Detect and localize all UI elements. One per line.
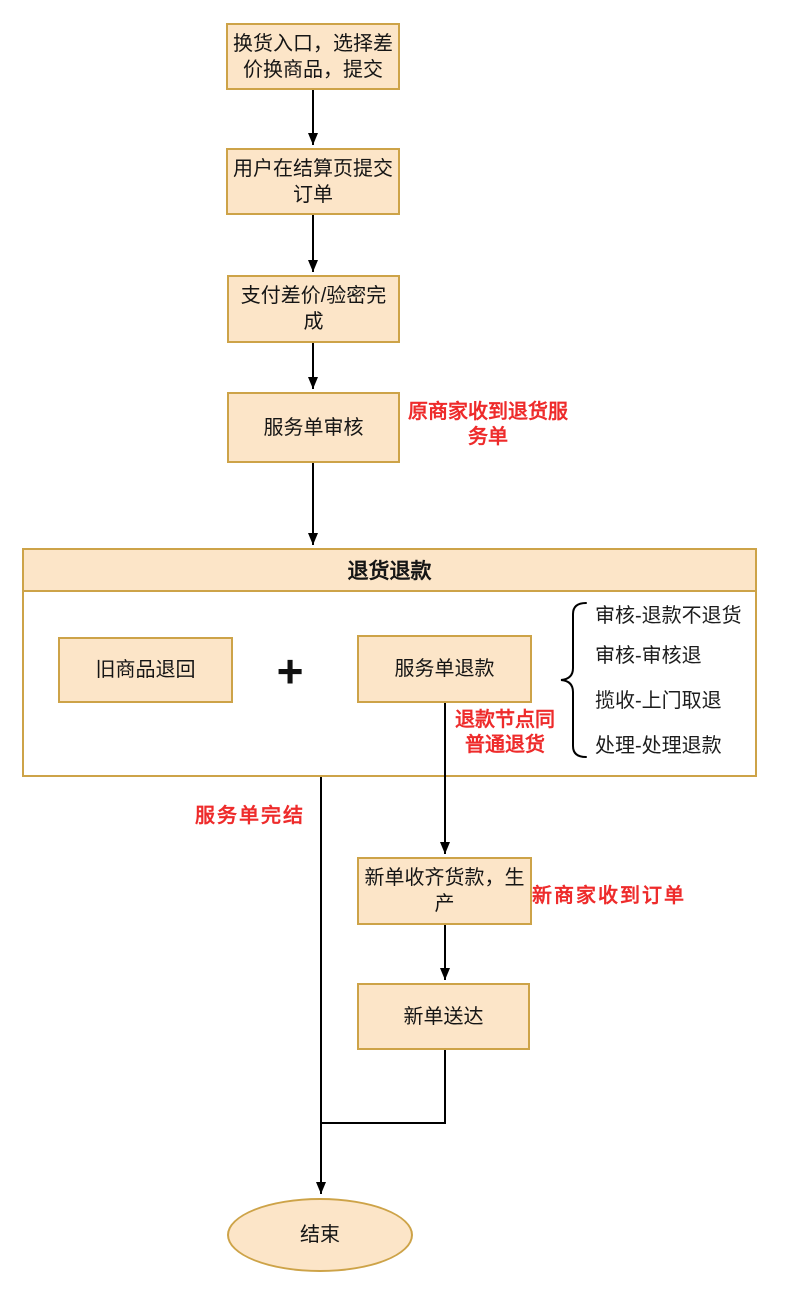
annotation-new-merchant: 新商家收到订单 <box>532 885 686 907</box>
annotation-service-complete: 服务单完结 <box>195 805 305 827</box>
node-end-terminator: 结束 <box>227 1198 413 1272</box>
node-service-refund: 服务单退款 <box>357 635 532 703</box>
group-title: 退货退款 <box>24 550 755 592</box>
node-pay-difference: 支付差价/验密完成 <box>227 275 400 343</box>
node-exchange-entry: 换货入口，选择差价换商品，提交 <box>226 23 400 90</box>
node-new-order-delivered: 新单送达 <box>357 983 530 1050</box>
node-service-review: 服务单审核 <box>227 392 400 463</box>
node-new-order-production: 新单收齐货款，生产 <box>357 857 532 925</box>
branch-item-pickup-door-return: 揽收-上门取退 <box>595 690 722 712</box>
elbow-delivered-join <box>321 1050 446 1124</box>
branch-item-process-refund: 处理-处理退款 <box>595 735 722 757</box>
branch-item-audit-refund-no-return: 审核-退款不退货 <box>595 605 742 627</box>
node-old-item-return: 旧商品退回 <box>58 637 233 703</box>
annotation-original-merchant: 原商家收到退货服务单 <box>408 401 568 448</box>
plus-icon: + <box>276 645 304 697</box>
branch-item-audit-audit-return: 审核-审核退 <box>595 645 702 667</box>
annotation-refund-node: 退款节点同普通退货 <box>455 709 555 756</box>
node-submit-order: 用户在结算页提交订单 <box>226 148 400 215</box>
